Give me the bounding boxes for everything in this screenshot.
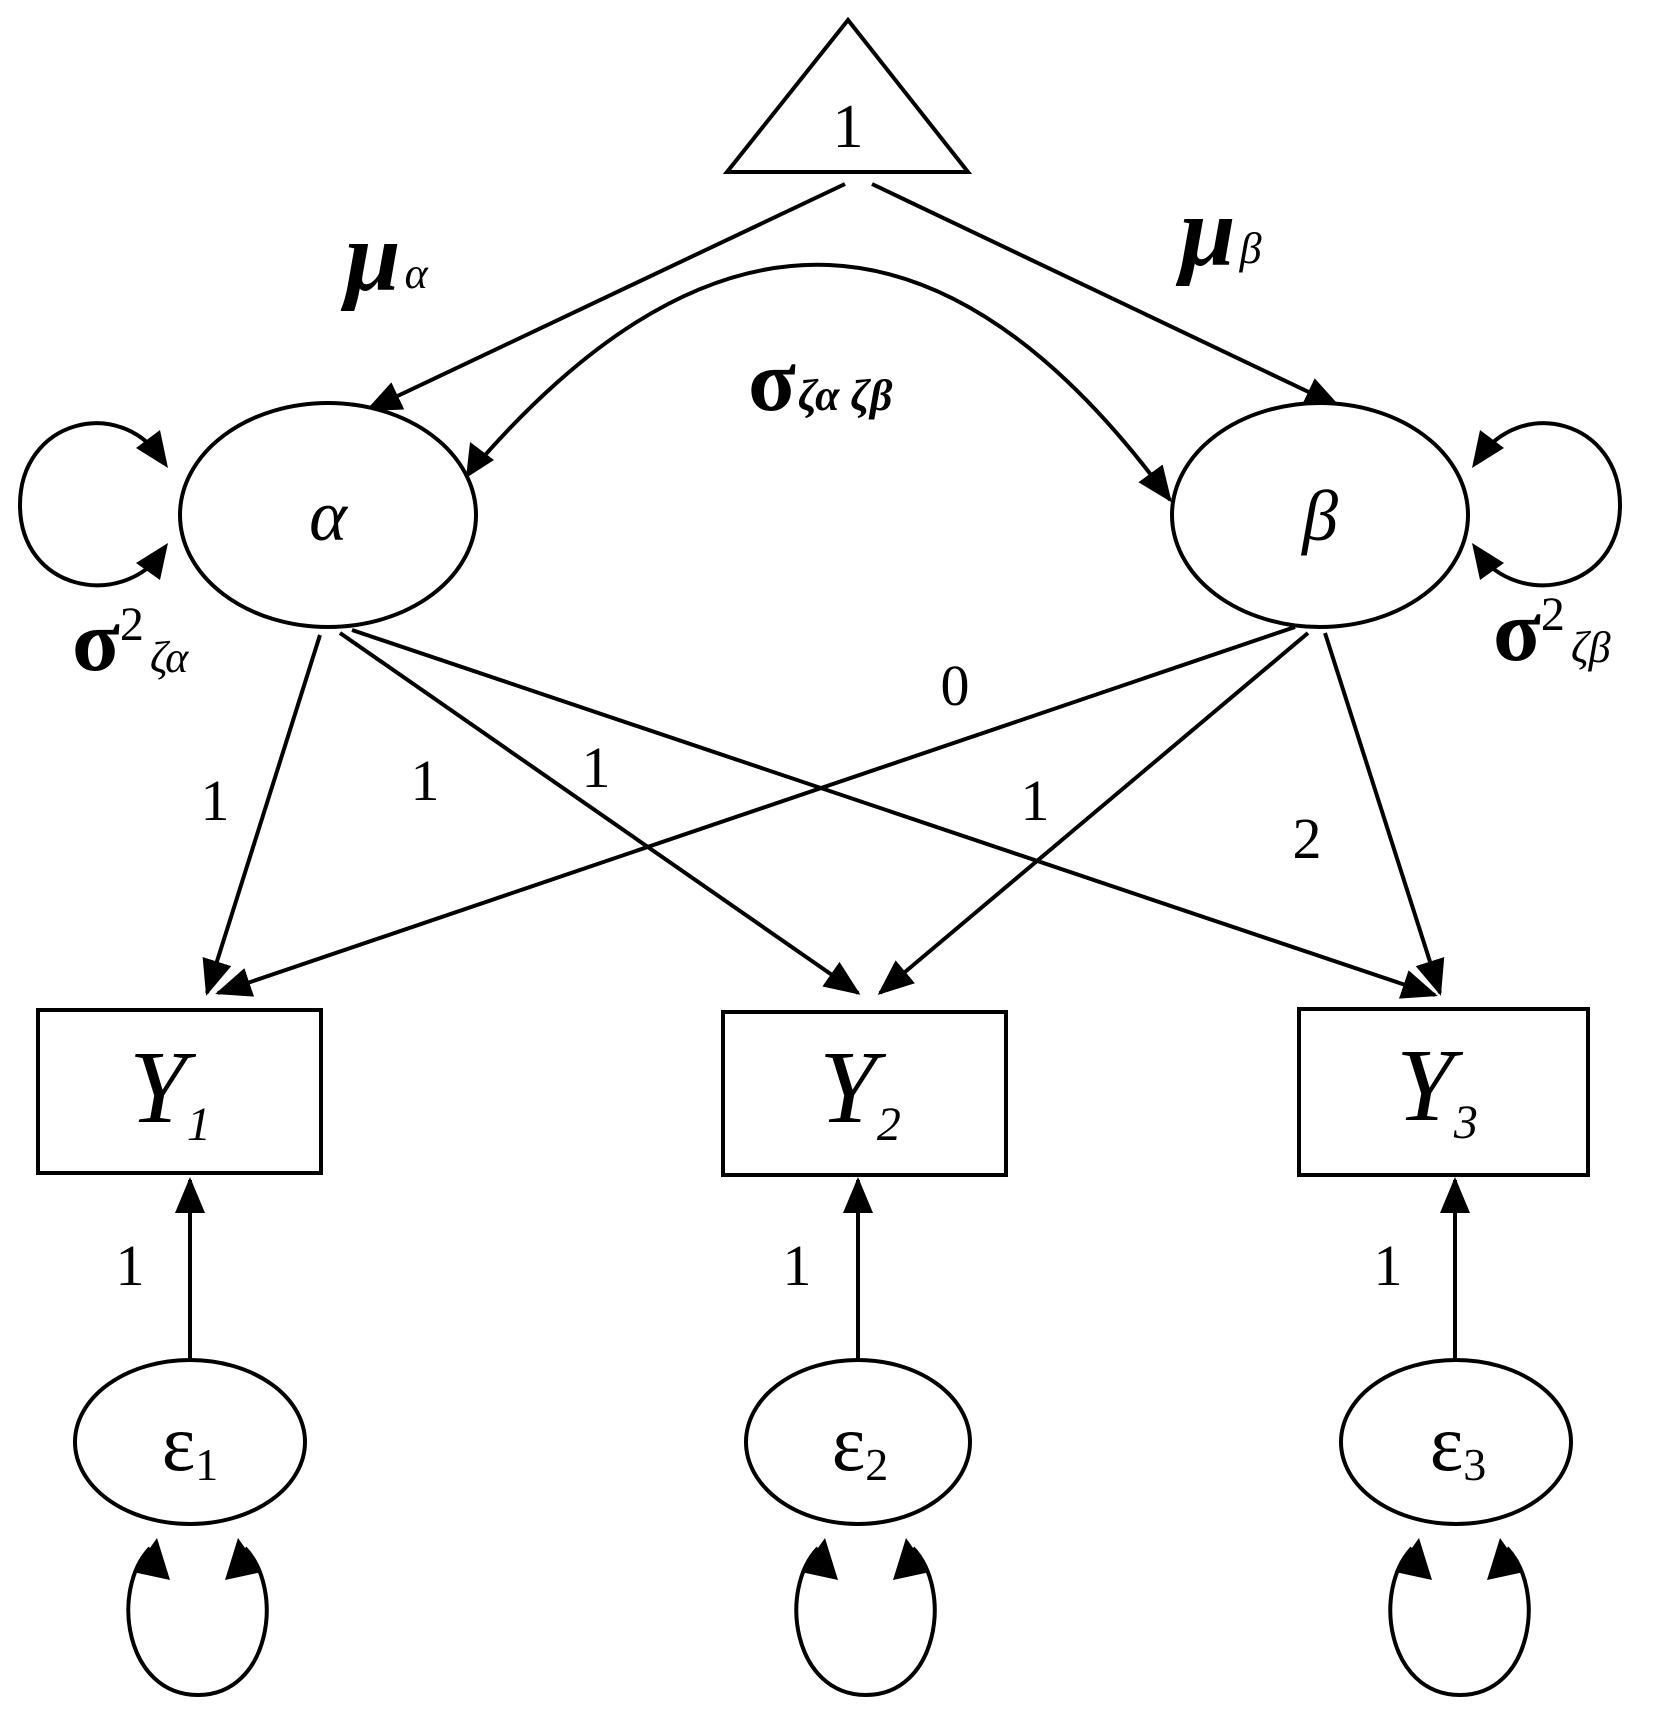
svg-text:ε1: ε1 bbox=[162, 1400, 219, 1490]
variance-loop-e1 bbox=[126, 1546, 269, 1698]
loading-beta-y3: 2 bbox=[1293, 806, 1322, 871]
residual-e1-node: ε1 bbox=[73, 1358, 307, 1526]
loading-beta-y2: 1 bbox=[1021, 768, 1050, 833]
svg-text:Y2: Y2 bbox=[819, 1030, 901, 1151]
loading-e3-y3: 1 bbox=[1374, 1233, 1403, 1298]
nodes: 1 α β Y1 Y2 Y3 bbox=[36, 16, 1590, 1526]
var-beta-subscript: ζβ bbox=[1571, 623, 1611, 672]
svg-text:Y3: Y3 bbox=[1396, 1028, 1478, 1149]
loading-alpha-y1: 1 bbox=[201, 768, 230, 833]
paths bbox=[17, 182, 1623, 1698]
alpha-label: α bbox=[309, 476, 348, 556]
covariance-subscript: ζα ζβ bbox=[798, 371, 893, 420]
residual-e2-node: ε2 bbox=[744, 1358, 972, 1526]
y1-subscript: 1 bbox=[187, 1098, 211, 1151]
svg-text:μα: μα bbox=[340, 201, 429, 312]
variance-loop-e2-head-right bbox=[893, 1538, 930, 1580]
variance-loop-e1-head-right bbox=[225, 1538, 262, 1580]
e2-label: ε bbox=[832, 1400, 866, 1488]
variance-loop-alpha-head-bottom bbox=[136, 543, 168, 580]
path-alpha-to-y3 bbox=[351, 628, 1438, 999]
variance-loop-e1-head-left bbox=[133, 1538, 170, 1580]
svg-text:σ2ζβ: σ2ζβ bbox=[1493, 583, 1611, 680]
constant-label: 1 bbox=[833, 93, 864, 161]
beta-label: β bbox=[1300, 476, 1338, 556]
variance-loop-e3-head-right bbox=[1487, 1538, 1524, 1580]
parameter-labels: μα μβ σζα ζβ σ2ζα σ2ζβ 1 1 1 0 1 2 1 1 1 bbox=[72, 176, 1611, 1298]
variance-loop-beta bbox=[1476, 421, 1623, 588]
mu-alpha-subscript: α bbox=[405, 249, 429, 298]
constant-node: 1 bbox=[722, 16, 973, 174]
y3-subscript: 3 bbox=[1453, 1096, 1478, 1149]
variance-loop-e2-head-left bbox=[801, 1538, 838, 1580]
mu-alpha-label: μ bbox=[340, 201, 401, 312]
e3-label: ε bbox=[1430, 1400, 1464, 1488]
residual-e3-node: ε3 bbox=[1339, 1358, 1573, 1526]
path-constant-to-alpha bbox=[365, 182, 846, 412]
mu-beta-label: μ bbox=[1175, 176, 1236, 287]
svg-text:σζα ζβ: σζα ζβ bbox=[748, 333, 893, 430]
var-beta-superscript: 2 bbox=[1541, 588, 1565, 641]
path-alpha-to-y1 bbox=[202, 634, 322, 996]
var-alpha-subscript: ζα bbox=[150, 633, 189, 682]
svg-text:ε2: ε2 bbox=[832, 1400, 889, 1490]
var-alpha-label: σ bbox=[72, 593, 120, 690]
var-alpha-superscript: 2 bbox=[120, 598, 144, 651]
loading-beta-y1: 0 bbox=[941, 653, 970, 718]
y2-subscript: 2 bbox=[877, 1098, 901, 1151]
y1-label: Y bbox=[129, 1030, 197, 1145]
covariance-arrow-start-head bbox=[466, 442, 494, 478]
covariance-label: σ bbox=[748, 333, 796, 430]
variance-loop-e3 bbox=[1388, 1546, 1531, 1698]
observed-y3-node: Y3 bbox=[1297, 1007, 1590, 1177]
path-beta-to-y3 bbox=[1323, 632, 1445, 996]
observed-y1-node: Y1 bbox=[36, 1008, 323, 1175]
variance-loop-e2 bbox=[794, 1546, 937, 1698]
path-alpha-to-y2 bbox=[338, 631, 861, 995]
loading-e1-y1: 1 bbox=[116, 1233, 145, 1298]
e1-label: ε bbox=[162, 1400, 196, 1488]
e1-subscript: 1 bbox=[195, 1439, 218, 1490]
alpha-factor-node: α bbox=[178, 401, 478, 629]
variance-loop-beta-head-top bbox=[1472, 430, 1504, 468]
var-beta-label: σ bbox=[1493, 583, 1541, 680]
path-beta-to-y1 bbox=[215, 625, 1296, 997]
svg-text:ε3: ε3 bbox=[1430, 1400, 1487, 1490]
loading-alpha-y3: 1 bbox=[582, 735, 611, 800]
variance-loop-alpha bbox=[17, 421, 164, 588]
svg-text:σ2ζα: σ2ζα bbox=[72, 593, 189, 690]
svg-text:μβ: μβ bbox=[1175, 176, 1262, 287]
e3-subscript: 3 bbox=[1463, 1439, 1486, 1490]
mu-beta-subscript: β bbox=[1239, 224, 1262, 273]
variance-loop-alpha-head-top bbox=[136, 430, 168, 468]
loading-alpha-y2: 1 bbox=[411, 748, 440, 813]
covariance-arrow bbox=[470, 262, 1172, 503]
loading-e2-y2: 1 bbox=[783, 1233, 812, 1298]
path-beta-to-y2 bbox=[877, 631, 1310, 995]
beta-factor-node: β bbox=[1170, 401, 1470, 629]
y2-label: Y bbox=[819, 1030, 887, 1145]
path-constant-to-beta bbox=[871, 182, 1341, 408]
variance-loop-e3-head-left bbox=[1395, 1538, 1432, 1580]
svg-text:Y1: Y1 bbox=[129, 1030, 211, 1151]
y3-label: Y bbox=[1396, 1028, 1464, 1143]
e2-subscript: 2 bbox=[865, 1439, 888, 1490]
variance-loop-beta-head-bottom bbox=[1472, 543, 1504, 580]
observed-y2-node: Y2 bbox=[721, 1010, 1008, 1177]
